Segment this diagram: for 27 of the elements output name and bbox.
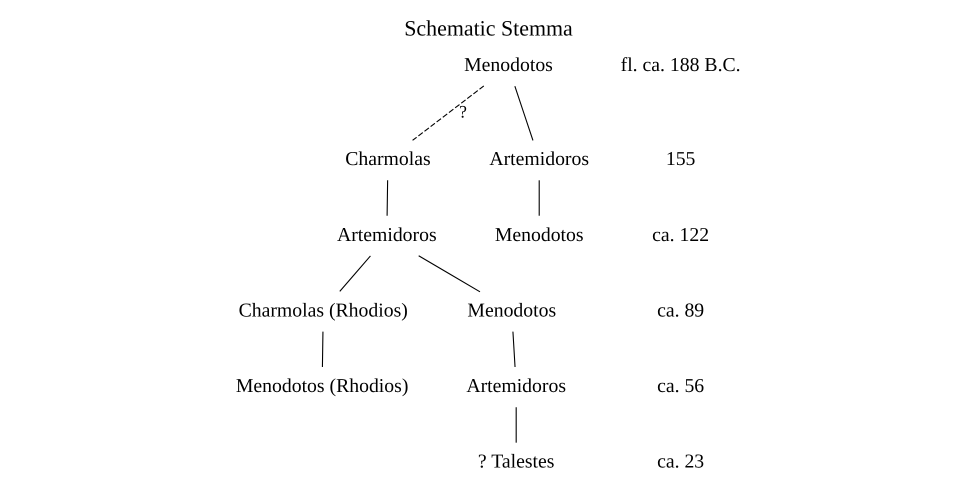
node-text: Menodotos	[466, 298, 556, 321]
connector	[512, 331, 516, 367]
node-text: Charmolas	[344, 148, 430, 170]
node-text: Artemidoros	[336, 223, 436, 246]
label: ca. 23	[656, 450, 704, 472]
label: fl. ca. 188 B.C.	[620, 53, 740, 76]
connector	[321, 331, 323, 367]
connector	[515, 406, 516, 442]
edge-label: ?	[458, 100, 466, 121]
diagram-title: Schematic Stemma	[404, 14, 572, 40]
node-text: ? Talestes	[477, 450, 554, 472]
connector	[386, 180, 388, 216]
node-text: Artemidoros	[488, 148, 589, 170]
label: ca. 122	[652, 223, 709, 246]
node-text: Menodotos	[464, 53, 552, 76]
connector	[418, 254, 480, 292]
connector	[338, 255, 370, 292]
node-text: Artemidoros	[466, 374, 566, 397]
connector	[514, 86, 533, 140]
connector	[412, 85, 484, 140]
connector	[538, 180, 540, 216]
label: ca. 56	[656, 374, 704, 397]
node-text: Menodotos	[494, 223, 584, 246]
node-text: Charmolas (Rhodios)	[238, 298, 408, 321]
node-text: Menodotos (Rhodios)	[235, 374, 408, 397]
label: 155	[665, 148, 695, 170]
label: ca. 89	[656, 298, 704, 321]
